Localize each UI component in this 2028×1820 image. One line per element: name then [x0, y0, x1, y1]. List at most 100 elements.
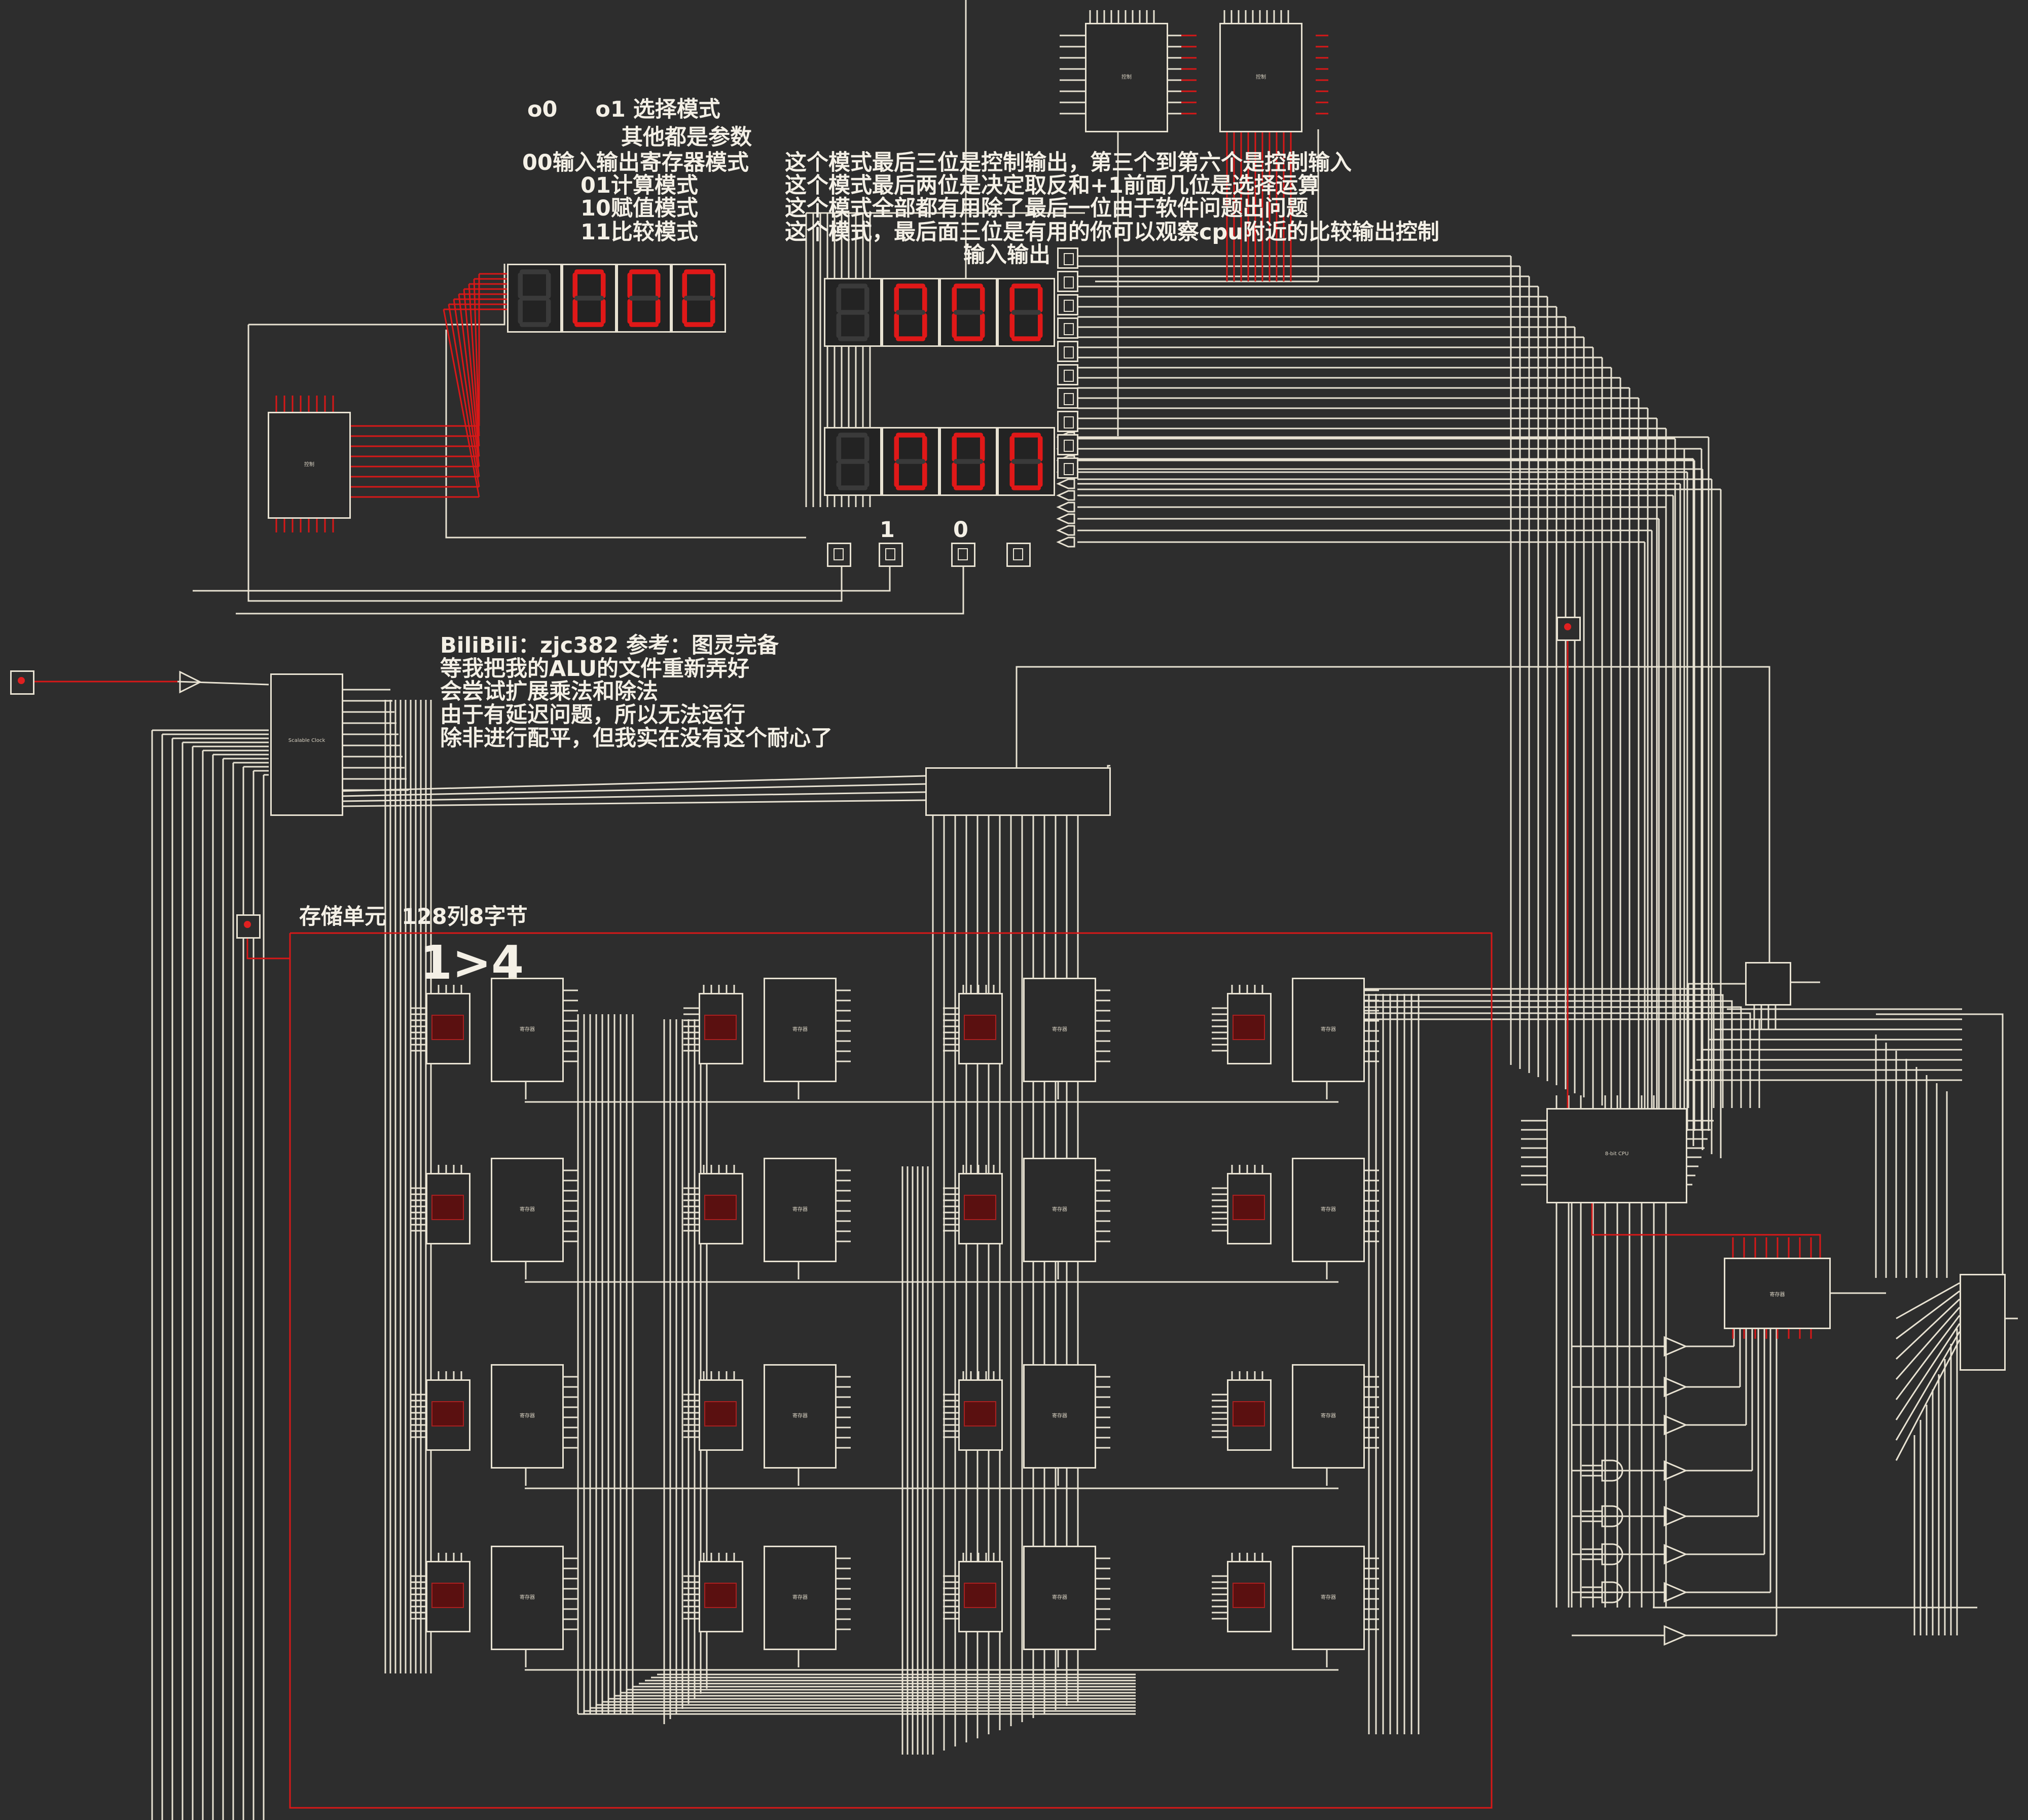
- input-switch-2[interactable]: [879, 543, 903, 567]
- input-switch-1[interactable]: [827, 543, 851, 567]
- rom-block[interactable]: [426, 1173, 470, 1244]
- register-block[interactable]: 寄存器: [764, 1546, 837, 1650]
- register-block[interactable]: 寄存器: [1292, 1364, 1365, 1469]
- rom-block[interactable]: [426, 1561, 470, 1632]
- seven-seg-digit: [882, 427, 939, 496]
- desc-00: 这个模式最后三位是控制输出，第三个到第六个是控制输入: [785, 150, 1352, 175]
- rom-block[interactable]: [1227, 1173, 1272, 1244]
- seven-seg-digit: [617, 264, 671, 333]
- scalable-clock[interactable]: Scalable Clock: [270, 673, 343, 816]
- seven-seg-digit: [882, 278, 939, 347]
- top-decoder-chip-b[interactable]: 控制: [1219, 23, 1302, 132]
- rom-led-matrix: [431, 1015, 464, 1040]
- input-switch-4[interactable]: [1006, 543, 1031, 567]
- dip-switch[interactable]: [1057, 387, 1078, 409]
- rom-block[interactable]: [699, 993, 743, 1064]
- dip-switch[interactable]: [1057, 411, 1078, 432]
- dip-switch[interactable]: [1057, 434, 1078, 455]
- seven-seg-digit: [997, 427, 1055, 496]
- right-mux[interactable]: [1960, 1274, 2006, 1371]
- output-probe-icon: [1056, 513, 1075, 524]
- rom-led-matrix: [964, 1583, 996, 1608]
- register-block[interactable]: 寄存器: [1023, 978, 1096, 1082]
- desc-11: 这个模式，最后面三位是有用的你可以观察cpu附近的比较输出控制: [785, 220, 1439, 245]
- seven-seg-digit: [562, 264, 617, 333]
- register-block[interactable]: 寄存器: [491, 1546, 564, 1650]
- bus-controller[interactable]: [925, 767, 1111, 816]
- rom-led-matrix: [1233, 1583, 1265, 1608]
- seven-seg-digit: [824, 427, 882, 496]
- output-probe-icon: [1056, 525, 1075, 536]
- dip-switch[interactable]: [1057, 271, 1078, 292]
- memory-enable-input[interactable]: [236, 914, 261, 939]
- rom-led-matrix: [704, 1195, 737, 1220]
- clock-divider[interactable]: [1745, 962, 1791, 1006]
- register-block[interactable]: 寄存器: [491, 1364, 564, 1469]
- buffer-gate-icon: [1663, 1582, 1688, 1603]
- and-gate-icon: [1601, 1459, 1623, 1482]
- io-label: 输入输出: [963, 242, 1051, 268]
- rom-block[interactable]: [426, 1379, 470, 1451]
- register-block[interactable]: 寄存器: [491, 1158, 564, 1262]
- cpu-reset-input[interactable]: [1556, 617, 1581, 641]
- mode-title: o0 o1 选择模式: [527, 97, 720, 122]
- register-block[interactable]: 寄存器: [764, 978, 837, 1082]
- rom-block[interactable]: [1227, 1561, 1272, 1632]
- rom-led-matrix: [964, 1401, 996, 1426]
- register-block[interactable]: 寄存器: [1023, 1546, 1096, 1650]
- rom-led-matrix: [1233, 1401, 1265, 1426]
- output-probe-icon: [1056, 478, 1075, 489]
- top-decoder-chip-a[interactable]: 控制: [1085, 23, 1168, 132]
- left-decoder-chip[interactable]: 控制: [268, 412, 351, 519]
- buffer-gate-icon: [1663, 1625, 1688, 1646]
- register-block[interactable]: 寄存器: [491, 978, 564, 1082]
- register-block[interactable]: 寄存器: [1292, 978, 1365, 1082]
- credit-line-1: BiliBili：zjc382 参考：图灵完备: [440, 633, 779, 658]
- mode-01: 01计算模式: [581, 173, 698, 198]
- dip-switch[interactable]: [1057, 364, 1078, 385]
- rom-block[interactable]: [958, 993, 1003, 1064]
- rom-led-matrix: [1233, 1015, 1265, 1040]
- desc-10: 这个模式全部都有用除了最后一位由于软件问题出问题: [785, 196, 1308, 221]
- dip-switch[interactable]: [1057, 317, 1078, 339]
- dip-switch[interactable]: [1057, 294, 1078, 315]
- mode-10: 10赋值模式: [581, 196, 698, 221]
- rom-led-matrix: [431, 1583, 464, 1608]
- mode-11: 11比较模式: [581, 220, 698, 245]
- rom-block[interactable]: [699, 1379, 743, 1451]
- register-block[interactable]: 寄存器: [1292, 1546, 1365, 1650]
- rom-block[interactable]: [699, 1173, 743, 1244]
- rom-led-matrix: [964, 1015, 996, 1040]
- rom-led-matrix: [1233, 1195, 1265, 1220]
- dip-switch[interactable]: [1057, 247, 1078, 269]
- rom-led-matrix: [431, 1401, 464, 1426]
- input-switch-3[interactable]: [951, 543, 975, 567]
- rom-block[interactable]: [958, 1561, 1003, 1632]
- rom-block[interactable]: [1227, 993, 1272, 1064]
- power-source[interactable]: [10, 670, 34, 695]
- buffer-gate-icon: [1663, 1460, 1688, 1481]
- register-block[interactable]: 寄存器: [1023, 1364, 1096, 1469]
- output-register[interactable]: 寄存器: [1724, 1258, 1831, 1329]
- seven-seg-digit: [997, 278, 1055, 347]
- register-block[interactable]: 寄存器: [1292, 1158, 1365, 1262]
- register-block[interactable]: 寄存器: [764, 1364, 837, 1469]
- credit-line-2: 等我把我的ALU的文件重新弄好: [440, 656, 750, 682]
- dip-switch[interactable]: [1057, 457, 1078, 479]
- rom-led-matrix: [964, 1195, 996, 1220]
- rom-block[interactable]: [958, 1379, 1003, 1451]
- seven-seg-digit: [507, 264, 562, 333]
- rom-block[interactable]: [426, 993, 470, 1064]
- rom-block[interactable]: [958, 1173, 1003, 1244]
- dip-switch[interactable]: [1057, 341, 1078, 362]
- cpu-chip[interactable]: 8-bit CPU: [1546, 1108, 1687, 1203]
- and-gate-icon: [1601, 1581, 1623, 1603]
- rom-block[interactable]: [699, 1561, 743, 1632]
- rom-block[interactable]: [1227, 1379, 1272, 1451]
- register-block[interactable]: 寄存器: [764, 1158, 837, 1262]
- register-block[interactable]: 寄存器: [1023, 1158, 1096, 1262]
- buffer-gate-icon: [1663, 1376, 1688, 1398]
- bit-label-1: 1: [880, 517, 895, 543]
- output-probe-icon: [1056, 502, 1075, 513]
